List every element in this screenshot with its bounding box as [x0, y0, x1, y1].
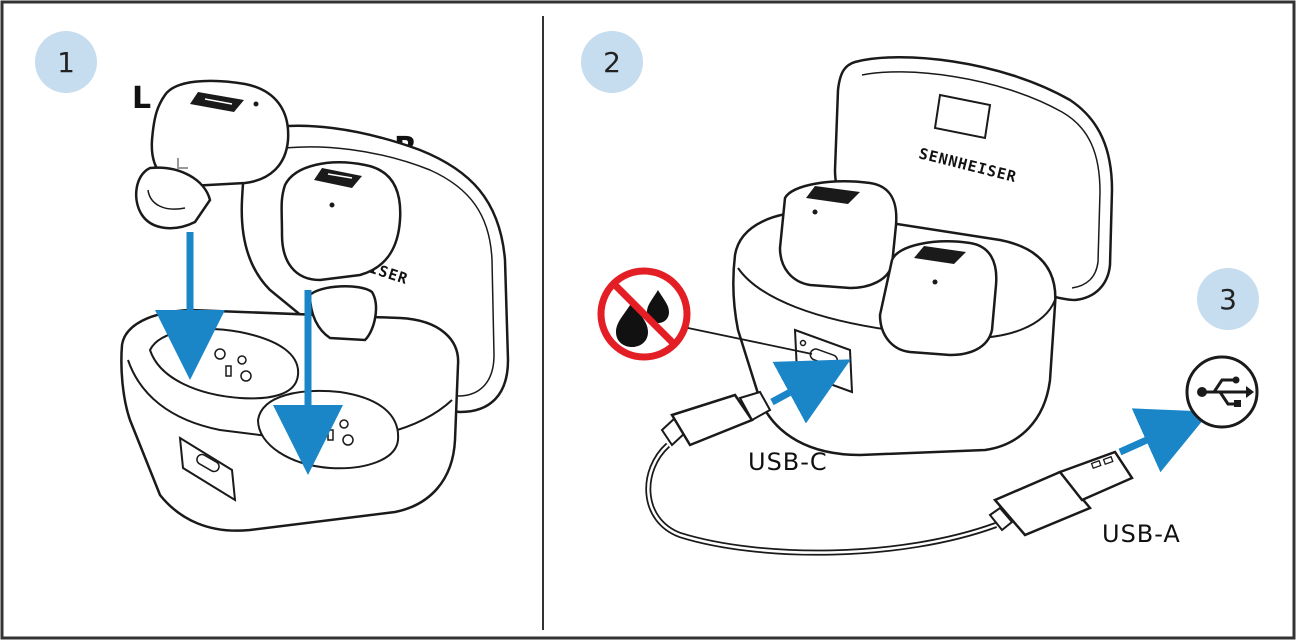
left-earbud — [134, 79, 290, 230]
step-number-3: 3 — [1219, 283, 1237, 316]
step-badge-3 — [1197, 268, 1259, 330]
right-earbud — [280, 161, 402, 342]
case-earbud-left — [778, 180, 898, 290]
step-badge-2 — [581, 31, 643, 93]
usb-a-arrow — [1118, 408, 1210, 473]
usb-c-plug — [660, 390, 772, 447]
warning-leader-line — [687, 327, 813, 355]
usb-c-arrow — [770, 359, 851, 424]
usb-a-plug — [988, 450, 1134, 537]
usb-icon — [1185, 355, 1259, 429]
panel-1: 1 L R ISER — [35, 31, 510, 532]
panel-2: 2 3 SENNHEISER — [581, 31, 1259, 556]
step-number-2: 2 — [603, 46, 621, 79]
lid-latch — [933, 93, 992, 140]
usb-c-label: USB-C — [748, 448, 828, 476]
step-badge-1 — [35, 31, 97, 93]
usb-a-label: USB-A — [1102, 520, 1181, 548]
step-number-1: 1 — [57, 46, 75, 79]
left-earbud-label: L — [132, 81, 151, 116]
case-earbud-right — [878, 240, 998, 357]
no-water-icon — [597, 267, 691, 361]
